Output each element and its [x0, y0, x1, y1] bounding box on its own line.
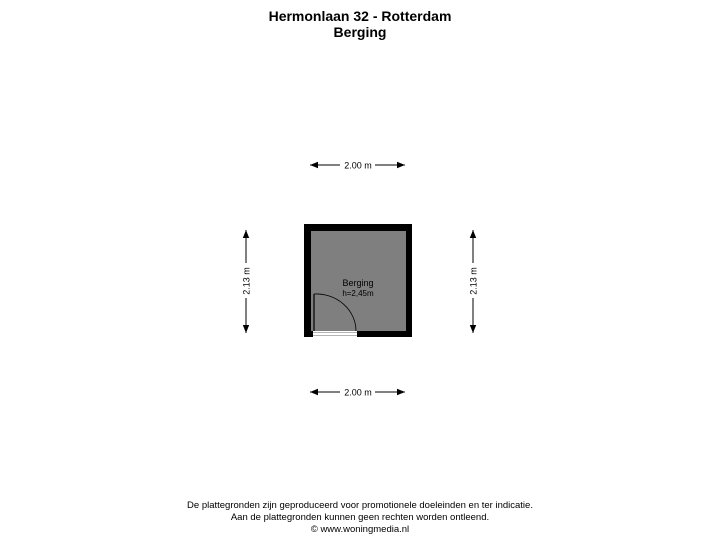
disclaimer-line-1: De plattegronden zijn geproduceerd voor …	[187, 500, 533, 511]
dimension-top-label: 2.00 m	[344, 161, 372, 171]
door-swing	[313, 293, 357, 332]
dimension-left: 2.13 m	[242, 230, 252, 333]
dimension-right: 2.13 m	[469, 230, 479, 333]
dimension-top: 2.00 m	[310, 161, 405, 171]
floor-title: Berging	[333, 24, 387, 40]
dimension-right-label: 2.13 m	[469, 267, 479, 295]
room-name-label: Berging	[342, 278, 373, 288]
disclaimer-line-2: Aan de plattegronden kunnen geen rechten…	[230, 512, 490, 523]
copyright-line: © www.woningmedia.nl	[310, 524, 410, 535]
door-opening	[313, 331, 357, 337]
room-height-label: h=2,45m	[342, 289, 374, 298]
room-berging: Berging h=2,45m	[304, 224, 412, 337]
dimension-bottom: 2.00 m	[310, 388, 405, 398]
room-floor	[311, 231, 406, 331]
address-title: Hermonlaan 32 - Rotterdam	[268, 8, 452, 24]
dimension-left-label: 2.13 m	[242, 267, 252, 295]
dimension-bottom-label: 2.00 m	[344, 388, 372, 398]
